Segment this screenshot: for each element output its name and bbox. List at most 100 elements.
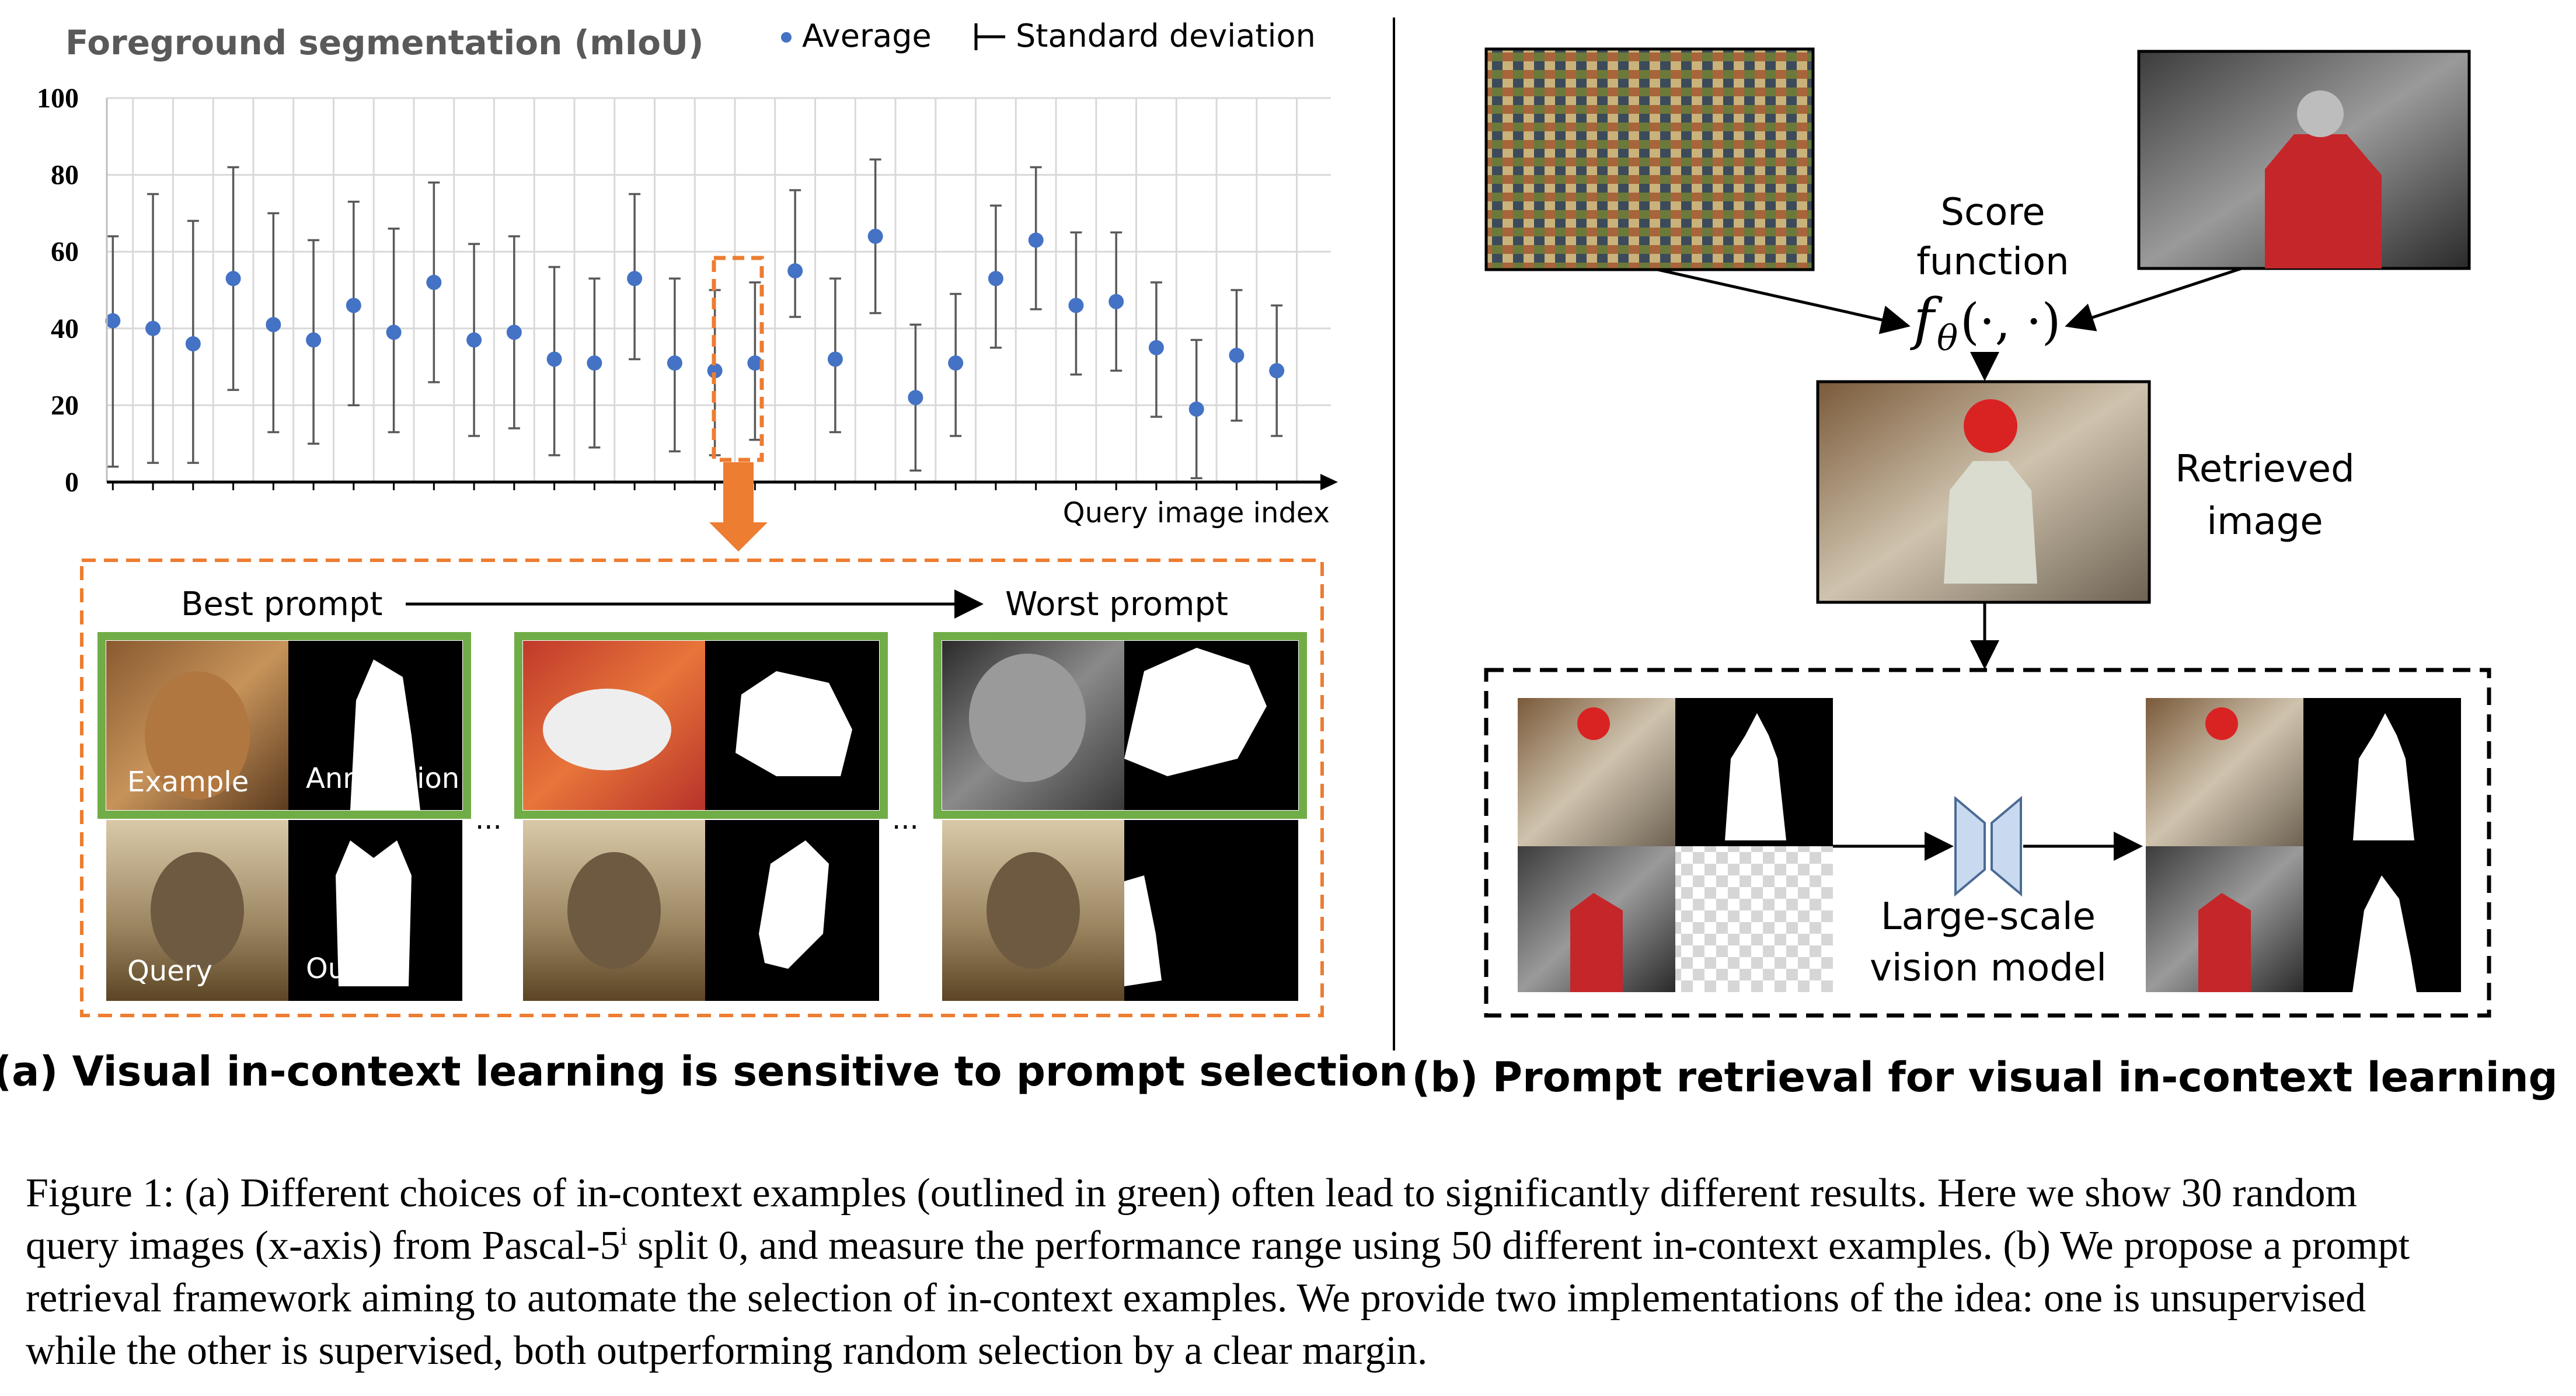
chart-average-points bbox=[105, 228, 1285, 417]
chart-title: Foreground segmentation (mIoU) bbox=[65, 23, 704, 62]
legend-std-marker bbox=[974, 23, 1005, 50]
green-outline-best bbox=[97, 632, 471, 819]
average-point-9 bbox=[426, 274, 442, 290]
query-person-head bbox=[2297, 90, 2344, 137]
average-point-19 bbox=[827, 351, 843, 367]
score-function-line2: function bbox=[1916, 240, 2069, 284]
input-prompt-hat bbox=[1577, 707, 1610, 740]
average-point-18 bbox=[787, 263, 803, 279]
annotation-mask-shape-best bbox=[350, 659, 420, 810]
chart-x-axis-label: Query image index bbox=[1063, 497, 1330, 529]
arrow-pool-to-score bbox=[1657, 268, 1911, 334]
orange-down-arrow bbox=[709, 462, 768, 552]
average-point-22 bbox=[948, 355, 964, 371]
figure-caption-line3: retrieval framework aiming to automate t… bbox=[26, 1276, 2366, 1321]
model-input-grid bbox=[1518, 698, 1833, 992]
average-point-28 bbox=[1188, 401, 1204, 417]
model-output-grid bbox=[2146, 698, 2461, 992]
caption-b: (b) Prompt retrieval for visual in-conte… bbox=[1411, 1053, 2557, 1101]
ellipsis-2: ... bbox=[892, 803, 919, 836]
retrieved-person-body bbox=[1944, 461, 2037, 584]
query-person-red-sweater bbox=[2265, 134, 2382, 268]
image-pool-mosaic bbox=[1484, 47, 1815, 271]
average-point-15 bbox=[667, 355, 682, 371]
average-point-4 bbox=[225, 271, 241, 287]
best-prompt-label: Best prompt bbox=[181, 585, 382, 623]
figure-caption-line2-post: split 0, and measure the performance ran… bbox=[627, 1223, 2410, 1268]
highlighted-query-box bbox=[712, 256, 764, 462]
average-point-20 bbox=[867, 228, 883, 244]
input-query-red-sweater bbox=[1570, 893, 1623, 992]
average-point-8 bbox=[386, 324, 402, 340]
prompt-examples-panel: Best prompt Worst prompt Example Annotat… bbox=[80, 559, 1324, 1017]
output-label: Output bbox=[306, 952, 403, 985]
average-point-10 bbox=[466, 332, 482, 348]
example-label: Example bbox=[127, 766, 249, 798]
green-outline-worst bbox=[933, 632, 1307, 819]
model-label-line2: vision model bbox=[1870, 947, 2107, 990]
average-point-6 bbox=[306, 332, 322, 348]
annotation-label: Annotation bbox=[306, 762, 459, 795]
annotation-mask-shape-worst bbox=[1124, 648, 1267, 776]
retrieved-label-line2: image bbox=[2206, 500, 2323, 543]
input-prompt-mask-shape bbox=[1725, 713, 1786, 840]
average-point-12 bbox=[546, 351, 562, 367]
figure-caption-line2-pre: query images (x-axis) from Pascal-5 bbox=[26, 1223, 621, 1268]
figure-caption-line2-sup: i bbox=[620, 1222, 628, 1251]
average-point-29 bbox=[1229, 347, 1245, 363]
worst-prompt-label: Worst prompt bbox=[1005, 585, 1228, 623]
average-point-14 bbox=[627, 271, 643, 287]
y-tick-label-80: 80 bbox=[51, 160, 79, 191]
input-query-blank-mask bbox=[1675, 846, 1833, 992]
query-cat-shape-3 bbox=[987, 852, 1080, 969]
legend-std-label: Standard deviation bbox=[1016, 18, 1316, 54]
y-tick-label-40: 40 bbox=[51, 313, 79, 344]
output-mask-shape-3 bbox=[1124, 875, 1162, 986]
average-point-23 bbox=[988, 271, 1003, 287]
prompt-group-best: Example Annotation Query Output bbox=[97, 632, 471, 1001]
y-tick-label-20: 20 bbox=[51, 390, 79, 421]
prompt-group-middle bbox=[514, 632, 888, 1001]
y-tick-label-100: 100 bbox=[37, 83, 79, 114]
output-query-red-sweater bbox=[2198, 893, 2251, 992]
vision-model-icon bbox=[1954, 795, 2022, 897]
average-point-25 bbox=[1068, 298, 1084, 313]
retrieved-label-line1: Retrieved bbox=[2175, 448, 2354, 491]
output-mask-shape-2 bbox=[759, 840, 829, 969]
query-cat-shape-1 bbox=[151, 852, 244, 969]
chart-panel-a: Foreground segmentation (mIoU) Average S… bbox=[37, 18, 1338, 552]
query-cat-shape-2 bbox=[567, 852, 661, 969]
average-point-1 bbox=[105, 313, 121, 329]
average-point-21 bbox=[908, 390, 923, 406]
output-prompt-hat bbox=[2205, 707, 2238, 740]
average-point-11 bbox=[506, 324, 522, 340]
error-bar-1 bbox=[107, 235, 119, 468]
example-white-cat-shape bbox=[543, 689, 671, 770]
average-point-27 bbox=[1148, 340, 1164, 355]
chart-legend: Average Standard deviation bbox=[781, 18, 1316, 54]
average-point-2 bbox=[145, 320, 161, 336]
retrieved-person-hat bbox=[1964, 399, 2017, 453]
chart-gridlines bbox=[107, 97, 1331, 482]
average-point-5 bbox=[266, 317, 281, 333]
average-point-16 bbox=[707, 363, 723, 379]
output-prompt-mask-shape bbox=[2353, 713, 2414, 840]
query-label: Query bbox=[127, 955, 212, 987]
model-label-line1: Large-scale bbox=[1881, 895, 2096, 938]
output-query-mask-shape bbox=[2352, 875, 2417, 992]
figure-caption-line1: Figure 1: (a) Different choices of in-co… bbox=[26, 1171, 2357, 1216]
figure-caption-line4: while the other is supervised, both outp… bbox=[26, 1328, 1428, 1373]
average-point-24 bbox=[1028, 232, 1044, 248]
caption-a: (a) Visual in-context learning is sensit… bbox=[0, 1048, 1408, 1095]
example-cat-shape bbox=[145, 671, 250, 800]
retrieval-panel-b: Score function f θ (·, ·) Retrieved imag… bbox=[1484, 47, 2491, 1018]
legend-average-label: Average bbox=[802, 18, 932, 54]
annotation-mask-shape-middle bbox=[735, 671, 852, 776]
prompt-group-worst bbox=[933, 632, 1307, 1001]
green-outline-middle bbox=[514, 632, 888, 819]
error-bar-18 bbox=[789, 189, 801, 318]
legend-average-marker bbox=[781, 32, 792, 43]
formula-args: (·, ·) bbox=[1960, 293, 2061, 350]
x-axis-arrowhead bbox=[1320, 474, 1338, 490]
